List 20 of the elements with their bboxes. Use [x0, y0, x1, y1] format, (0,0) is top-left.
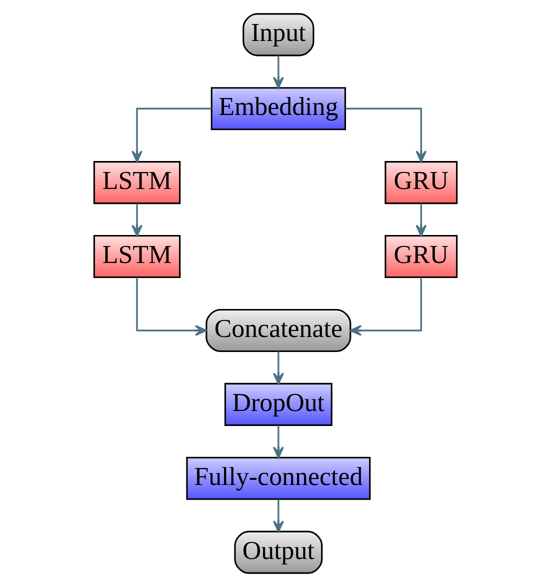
node-box: Output — [234, 530, 322, 574]
node-box: Concatenate — [205, 308, 351, 352]
node-box: GRU — [384, 161, 458, 204]
arrow — [345, 108, 426, 162]
arrow — [272, 499, 284, 532]
node-box: Fully-connected — [186, 456, 370, 500]
arrow — [272, 425, 284, 458]
arrow — [131, 108, 211, 162]
arrow — [136, 278, 206, 336]
node-box: Input — [242, 13, 314, 56]
node-box: DropOut — [224, 382, 332, 426]
arrow — [349, 278, 422, 336]
arrow — [272, 351, 284, 384]
arrow — [131, 204, 142, 237]
arrow — [272, 56, 284, 89]
node-box: LSTM — [92, 161, 180, 204]
arrow — [415, 204, 426, 237]
node-box: Embedding — [210, 87, 346, 130]
node-box: LSTM — [92, 234, 180, 278]
node-box: GRU — [384, 234, 458, 278]
